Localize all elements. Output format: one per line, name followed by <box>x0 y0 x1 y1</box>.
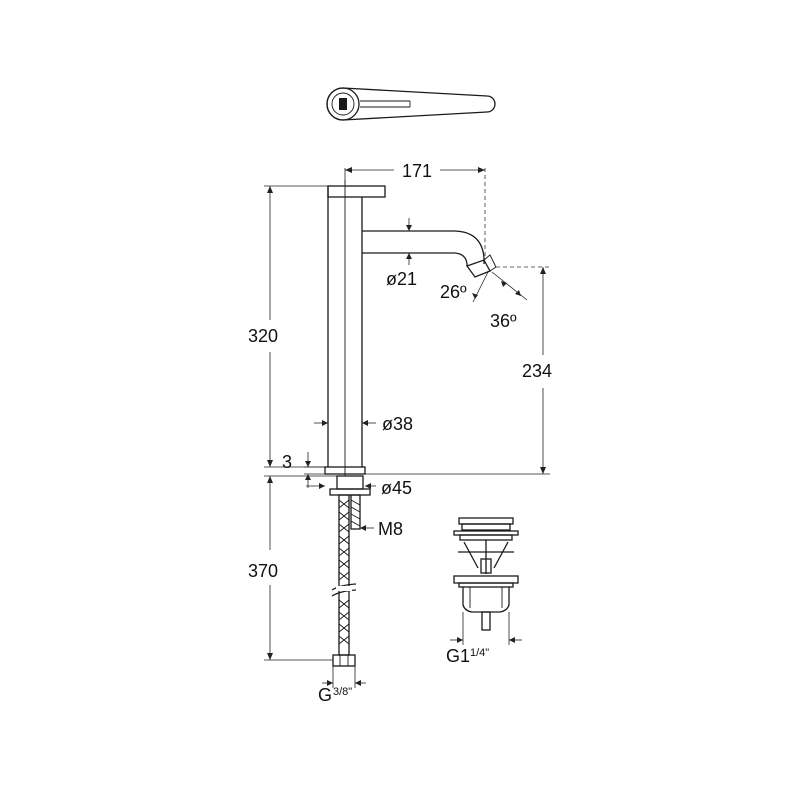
base-diameter-label: ø45 <box>381 478 412 498</box>
hose-thread-main: G <box>318 685 332 705</box>
waste-thread-label: G1 1/4" <box>446 646 489 666</box>
angle-b-label: 36º <box>490 311 517 331</box>
stud-thread-label: M8 <box>378 519 403 539</box>
dimension-labels: 171 ø21 26º 36º 320 234 ø38 3 ø45 M8 370… <box>248 161 552 705</box>
spout-height-label: 234 <box>522 361 552 381</box>
base-offset-label: 3 <box>282 452 292 472</box>
fixing-assembly <box>329 475 371 667</box>
body-diameter-label: ø38 <box>382 414 413 434</box>
waste-thread-main: G1 <box>446 646 470 666</box>
reach-label: 171 <box>402 161 432 181</box>
brand-logo <box>339 98 347 110</box>
click-clack-waste <box>453 517 519 631</box>
faucet-body <box>324 180 497 476</box>
height-label: 320 <box>248 326 278 346</box>
spout-diameter-label: ø21 <box>386 269 417 289</box>
dimension-lines <box>264 167 550 688</box>
angle-a-label: 26º <box>440 282 467 302</box>
top-view <box>326 87 496 121</box>
hose-thread-label: G 3/8" <box>318 685 352 705</box>
waste-thread-sup: 1/4" <box>470 647 489 659</box>
hose-thread-sup: 3/8" <box>333 686 352 698</box>
hose-length-label: 370 <box>248 561 278 581</box>
